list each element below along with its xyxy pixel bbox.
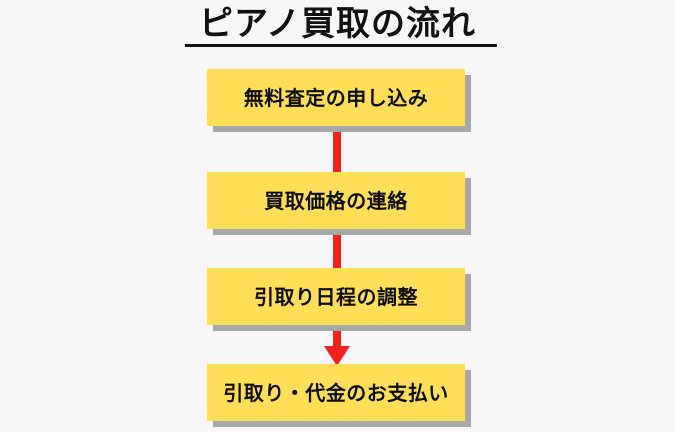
page-title-text: ピアノ買取の流れ [199,4,476,44]
flow-step-3-label: 引取り日程の調整 [254,284,418,309]
connector-step2-step3 [333,228,341,270]
flow-step-4: 引取り・代金のお支払い [207,364,465,421]
flow-step-4-label: 引取り・代金のお支払い [223,380,449,405]
flow-step-1: 無料査定の申し込み [207,69,465,126]
arrow-shaft [333,324,341,348]
arrow-head [324,346,350,366]
connector-step1-step2 [333,130,341,174]
flow-step-2: 買取価格の連絡 [207,172,465,229]
flow-step-3: 引取り日程の調整 [207,268,465,325]
page-title: ピアノ買取の流れ [0,4,675,44]
flow-step-2-label: 買取価格の連絡 [264,188,408,213]
flow-step-1-label: 無料査定の申し込み [243,85,429,110]
arrow-down-icon [324,324,350,366]
title-underline [185,44,497,47]
